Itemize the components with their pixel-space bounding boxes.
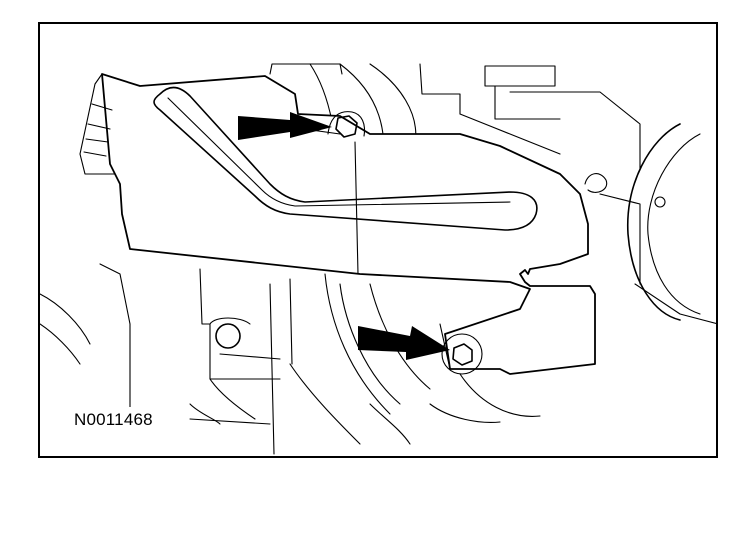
upper-arrow-icon [238,112,332,140]
engine-background-lines [40,63,716,455]
lower-arrow-icon [358,326,450,360]
engine-bracket-illustration [40,63,716,455]
upper-bolt [327,111,366,138]
lower-bolt [441,333,483,375]
diagram-frame: N0011468 [38,22,718,458]
figure-reference-code: N0011468 [72,410,155,430]
